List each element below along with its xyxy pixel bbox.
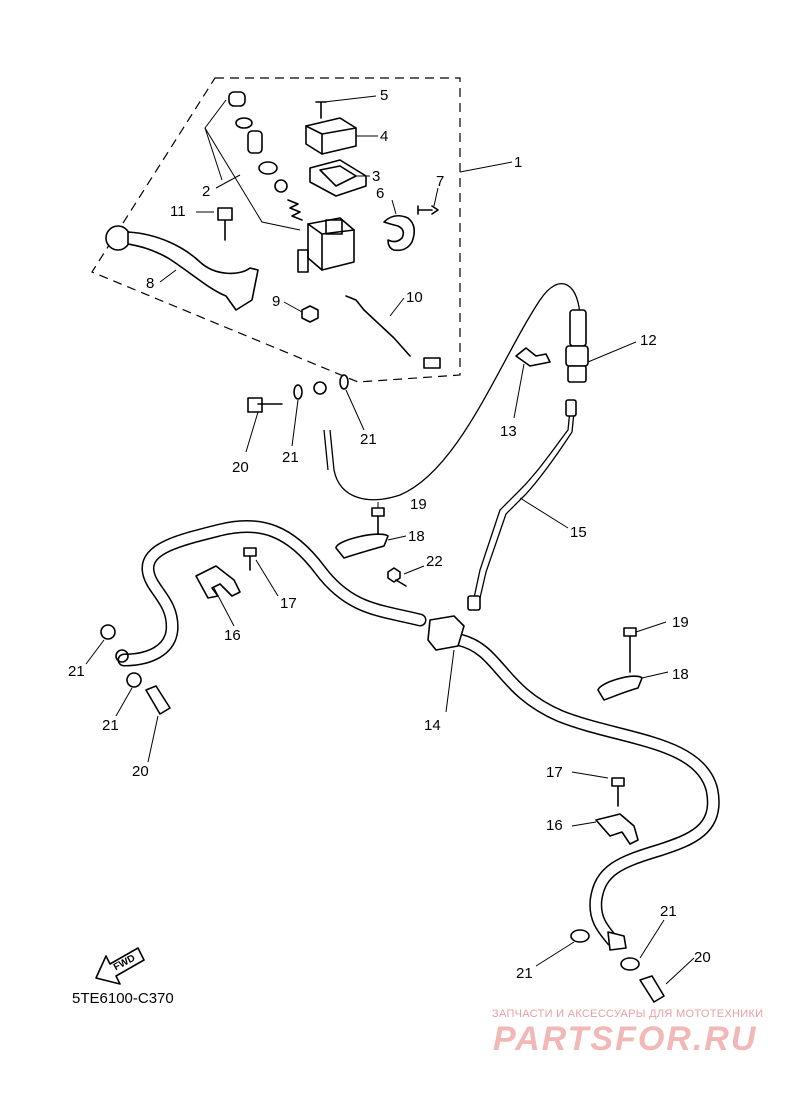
master-cylinder-assembly <box>105 91 441 413</box>
callout-11: 11 <box>170 203 186 220</box>
callout-16-left: 16 <box>224 627 241 644</box>
callout-21-left-b: 21 <box>102 717 119 734</box>
callout-14: 14 <box>424 717 441 734</box>
hose-connector <box>565 309 589 383</box>
callout-2: 2 <box>202 183 210 200</box>
callout-10: 10 <box>406 289 423 306</box>
brake-hose-rear <box>453 633 720 947</box>
callout-18-right: 18 <box>672 666 689 683</box>
callout-5: 5 <box>380 87 388 104</box>
fwd-arrow: FWD <box>95 947 145 985</box>
callout-17-right: 17 <box>546 764 563 781</box>
watermark-subtitle: ЗАПЧАСТИ И АКСЕССУАРЫ ДЛЯ МОТОТЕХНИКИ <box>492 1008 764 1020</box>
assembly-boundary <box>91 77 461 383</box>
callout-21-right-a: 21 <box>516 965 533 982</box>
watermark-brand: PARTSFOR.RU <box>493 1020 758 1058</box>
callout-19-right: 19 <box>672 614 689 631</box>
callout-19-left: 19 <box>410 496 427 513</box>
callout-21-left-a: 21 <box>68 663 85 680</box>
callout-20-right: 20 <box>694 949 711 966</box>
callout-21-top-b: 21 <box>360 431 377 448</box>
callout-8: 8 <box>146 275 154 292</box>
callout-16-right: 16 <box>546 817 563 834</box>
callout-18-left: 18 <box>408 528 425 545</box>
callout-17-left: 17 <box>280 595 297 612</box>
callout-20-left: 20 <box>132 763 149 780</box>
callout-22: 22 <box>426 553 443 570</box>
callout-3: 3 <box>372 168 380 185</box>
callout-15: 15 <box>570 524 587 541</box>
callout-13: 13 <box>500 423 517 440</box>
diagram-code: 5TE6100-C370 <box>72 990 174 1007</box>
brake-line-upper <box>329 283 581 501</box>
leader-lines <box>85 95 695 985</box>
callout-6: 6 <box>376 185 384 202</box>
callout-21-right-b: 21 <box>660 903 677 920</box>
callouts: 1 2 3 4 5 6 7 8 9 10 11 12 13 14 15 16 1… <box>68 87 711 982</box>
callout-21-top-a: 21 <box>282 449 299 466</box>
callout-4: 4 <box>380 128 388 145</box>
callout-1: 1 <box>514 154 522 171</box>
callout-20-top: 20 <box>232 459 249 476</box>
callout-12: 12 <box>640 332 657 349</box>
callout-9: 9 <box>272 293 280 310</box>
callout-7: 7 <box>436 173 444 190</box>
